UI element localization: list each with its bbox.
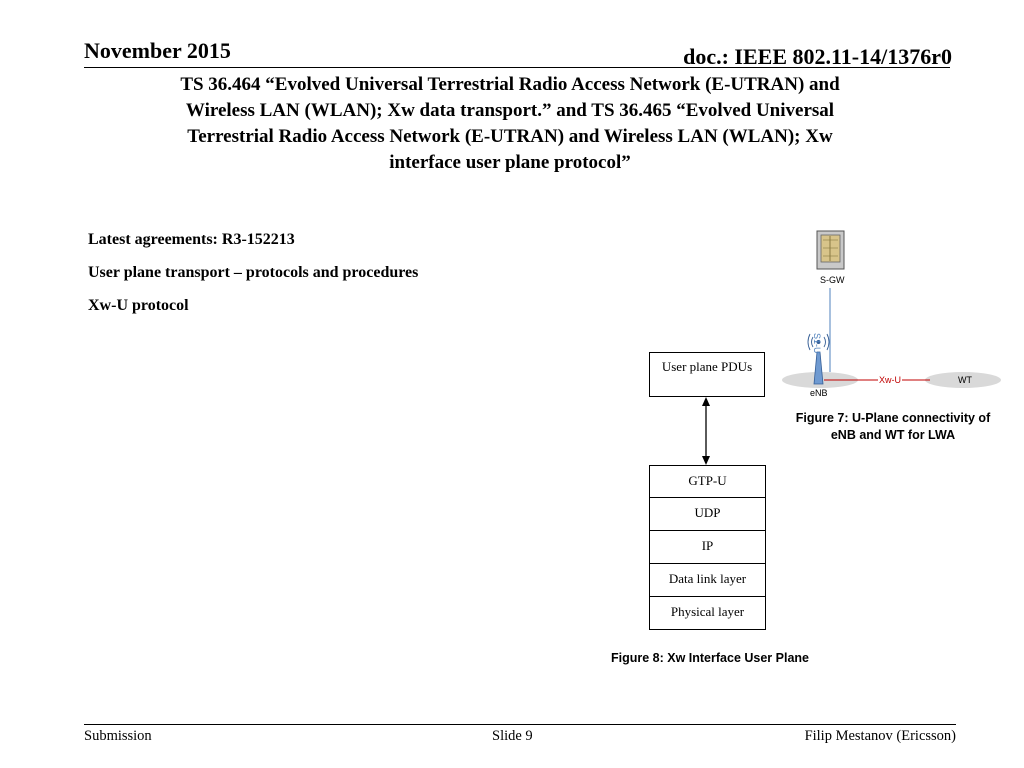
- enb-label: eNB: [810, 388, 828, 398]
- title-line: interface user plane protocol”: [389, 152, 631, 173]
- figure7-caption-line: Figure 7: U-Plane connectivity of: [795, 411, 991, 425]
- bullet-list: Latest agreements: R3-152213 User plane …: [88, 229, 418, 328]
- stack-layer-ip: IP: [649, 531, 766, 564]
- figure7-caption: Figure 7: U-Plane connectivity of eNB an…: [776, 410, 1010, 444]
- bullet-item: Xw-U protocol: [88, 297, 189, 314]
- sgw-server-icon: [816, 230, 845, 270]
- s1u-label: S1-U: [812, 333, 822, 354]
- title-line: Terrestrial Radio Access Network (E-UTRA…: [187, 126, 833, 147]
- header-date: November 2015: [84, 38, 231, 63]
- figure7-caption-line: eNB and WT for LWA: [830, 428, 956, 442]
- header-doc-id: doc.: IEEE 802.11-14/1376r0: [683, 44, 952, 69]
- slide-title: TS 36.464 “Evolved Universal Terrestrial…: [100, 72, 920, 176]
- footer-author: Filip Mestanov (Ericsson): [804, 728, 956, 744]
- footer-submission: Submission: [84, 728, 152, 744]
- header-divider: [84, 67, 950, 68]
- bullet-item: Latest agreements: R3-152213: [88, 231, 295, 248]
- title-line: Wireless LAN (WLAN); Xw data transport.”…: [185, 100, 835, 121]
- stack-layer-physical: Physical layer: [649, 597, 766, 630]
- figure8-caption: Figure 8: Xw Interface User Plane: [611, 651, 809, 665]
- xwu-label: Xw-U: [878, 375, 902, 385]
- user-plane-pdus-box: User plane PDUs: [649, 352, 765, 397]
- sgw-label: S-GW: [820, 275, 845, 285]
- stack-layer-gtp-u: GTP-U: [649, 465, 766, 498]
- title-line: TS 36.464 “Evolved Universal Terrestrial…: [180, 74, 840, 95]
- enb-coverage-ellipse: [782, 372, 858, 388]
- bidirectional-arrow: [702, 397, 710, 465]
- stack-layer-udp: UDP: [649, 498, 766, 531]
- footer-slide-number: Slide 9: [492, 728, 533, 744]
- wt-label: WT: [958, 375, 972, 385]
- protocol-stack: GTP-U UDP IP Data link layer Physical la…: [649, 465, 766, 630]
- footer-divider: [84, 724, 956, 725]
- stack-layer-data-link: Data link layer: [649, 564, 766, 597]
- bullet-item: User plane transport – protocols and pro…: [88, 264, 419, 281]
